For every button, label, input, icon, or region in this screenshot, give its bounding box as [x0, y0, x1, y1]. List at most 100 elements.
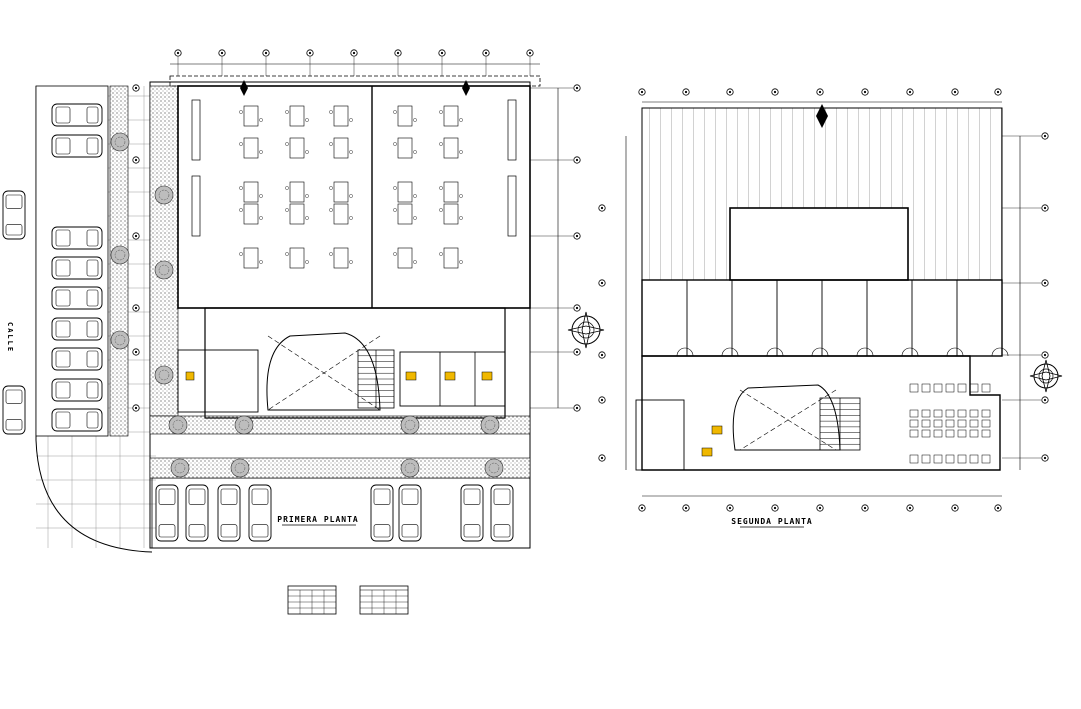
axis-marker [771, 504, 779, 512]
axis-marker [816, 88, 824, 96]
chair-icon [413, 260, 417, 264]
axis-marker [682, 88, 690, 96]
desk [333, 203, 349, 225]
axis-marker [598, 204, 606, 212]
lab-seat [921, 429, 931, 438]
desk [443, 137, 459, 159]
door-swing [901, 347, 919, 357]
lab-seat [945, 419, 955, 428]
lab-seat [957, 454, 967, 464]
tree [154, 185, 174, 205]
car-icon [2, 190, 26, 240]
axis-marker [726, 504, 734, 512]
door-swing [991, 347, 1009, 357]
board [191, 175, 201, 237]
second-floor-plan: SEGUNDA PLANTA [635, 107, 1063, 528]
axis-marker [682, 504, 690, 512]
chair-icon [329, 208, 333, 212]
door-swing [946, 347, 964, 357]
axis-marker [1041, 454, 1049, 462]
chair-icon [239, 252, 243, 256]
lab-seat [957, 429, 967, 438]
tree [110, 132, 130, 152]
axis-marker [132, 348, 140, 356]
axis-marker [951, 504, 959, 512]
lab-seat [945, 429, 955, 438]
chair-icon [305, 216, 309, 220]
chair-icon [239, 208, 243, 212]
compass-rose-icon [1029, 359, 1063, 393]
desk [289, 137, 305, 159]
axis-marker [132, 84, 140, 92]
lab-seat [909, 409, 919, 418]
lab-seat [933, 409, 943, 418]
tree [234, 415, 254, 435]
axis-marker [861, 88, 869, 96]
desk [243, 105, 259, 127]
car-icon [460, 484, 484, 542]
axis-marker [1041, 279, 1049, 287]
stairs-first-floor [357, 349, 395, 409]
car-icon [51, 378, 103, 402]
compass-rose-icon [567, 311, 605, 349]
north-arrow-icon [462, 80, 470, 96]
car-icon [217, 484, 241, 542]
desk [397, 105, 413, 127]
chair-icon [329, 252, 333, 256]
axis-marker [132, 232, 140, 240]
chair-icon [305, 260, 309, 264]
lab-seat [909, 454, 919, 464]
lab-seat [981, 409, 991, 418]
lab-seat [921, 454, 931, 464]
tree [230, 458, 250, 478]
lab-seat [933, 454, 943, 464]
axis-marker [906, 88, 914, 96]
tree [400, 415, 420, 435]
lab-seat [969, 429, 979, 438]
axis-marker [1041, 204, 1049, 212]
axis-marker [262, 49, 270, 57]
chair-icon [329, 186, 333, 190]
chair-icon [413, 118, 417, 122]
car-icon [51, 317, 103, 341]
axis-marker [638, 504, 646, 512]
tree [484, 458, 504, 478]
lab-seat [969, 409, 979, 418]
desk [289, 105, 305, 127]
chair-icon [285, 208, 289, 212]
door-swing [811, 347, 829, 357]
axis-marker [132, 304, 140, 312]
axis-marker [438, 49, 446, 57]
desk [443, 247, 459, 269]
chair-icon [393, 110, 397, 114]
desk [243, 137, 259, 159]
lab-seat [957, 419, 967, 428]
chair-icon [285, 186, 289, 190]
axis-marker [1041, 351, 1049, 359]
tree [400, 458, 420, 478]
lab-seat [945, 454, 955, 464]
axis-marker [1041, 132, 1049, 140]
axis-marker [861, 504, 869, 512]
axis-marker [816, 504, 824, 512]
lab-seat [981, 383, 991, 393]
axis-marker [573, 156, 581, 164]
tree [110, 245, 130, 265]
chair-icon [439, 110, 443, 114]
desk [289, 181, 305, 203]
left-parking [2, 103, 103, 435]
lab-seat [945, 383, 955, 393]
board [507, 99, 517, 161]
first-floor-title: PRIMERA PLANTA [277, 515, 358, 524]
chair-icon [285, 110, 289, 114]
chair-icon [413, 194, 417, 198]
chair-icon [349, 194, 353, 198]
axis-marker [350, 49, 358, 57]
board [507, 175, 517, 237]
desk [333, 247, 349, 269]
lab-seat [933, 383, 943, 393]
desk [443, 181, 459, 203]
tree [170, 458, 190, 478]
lab-seat [909, 419, 919, 428]
